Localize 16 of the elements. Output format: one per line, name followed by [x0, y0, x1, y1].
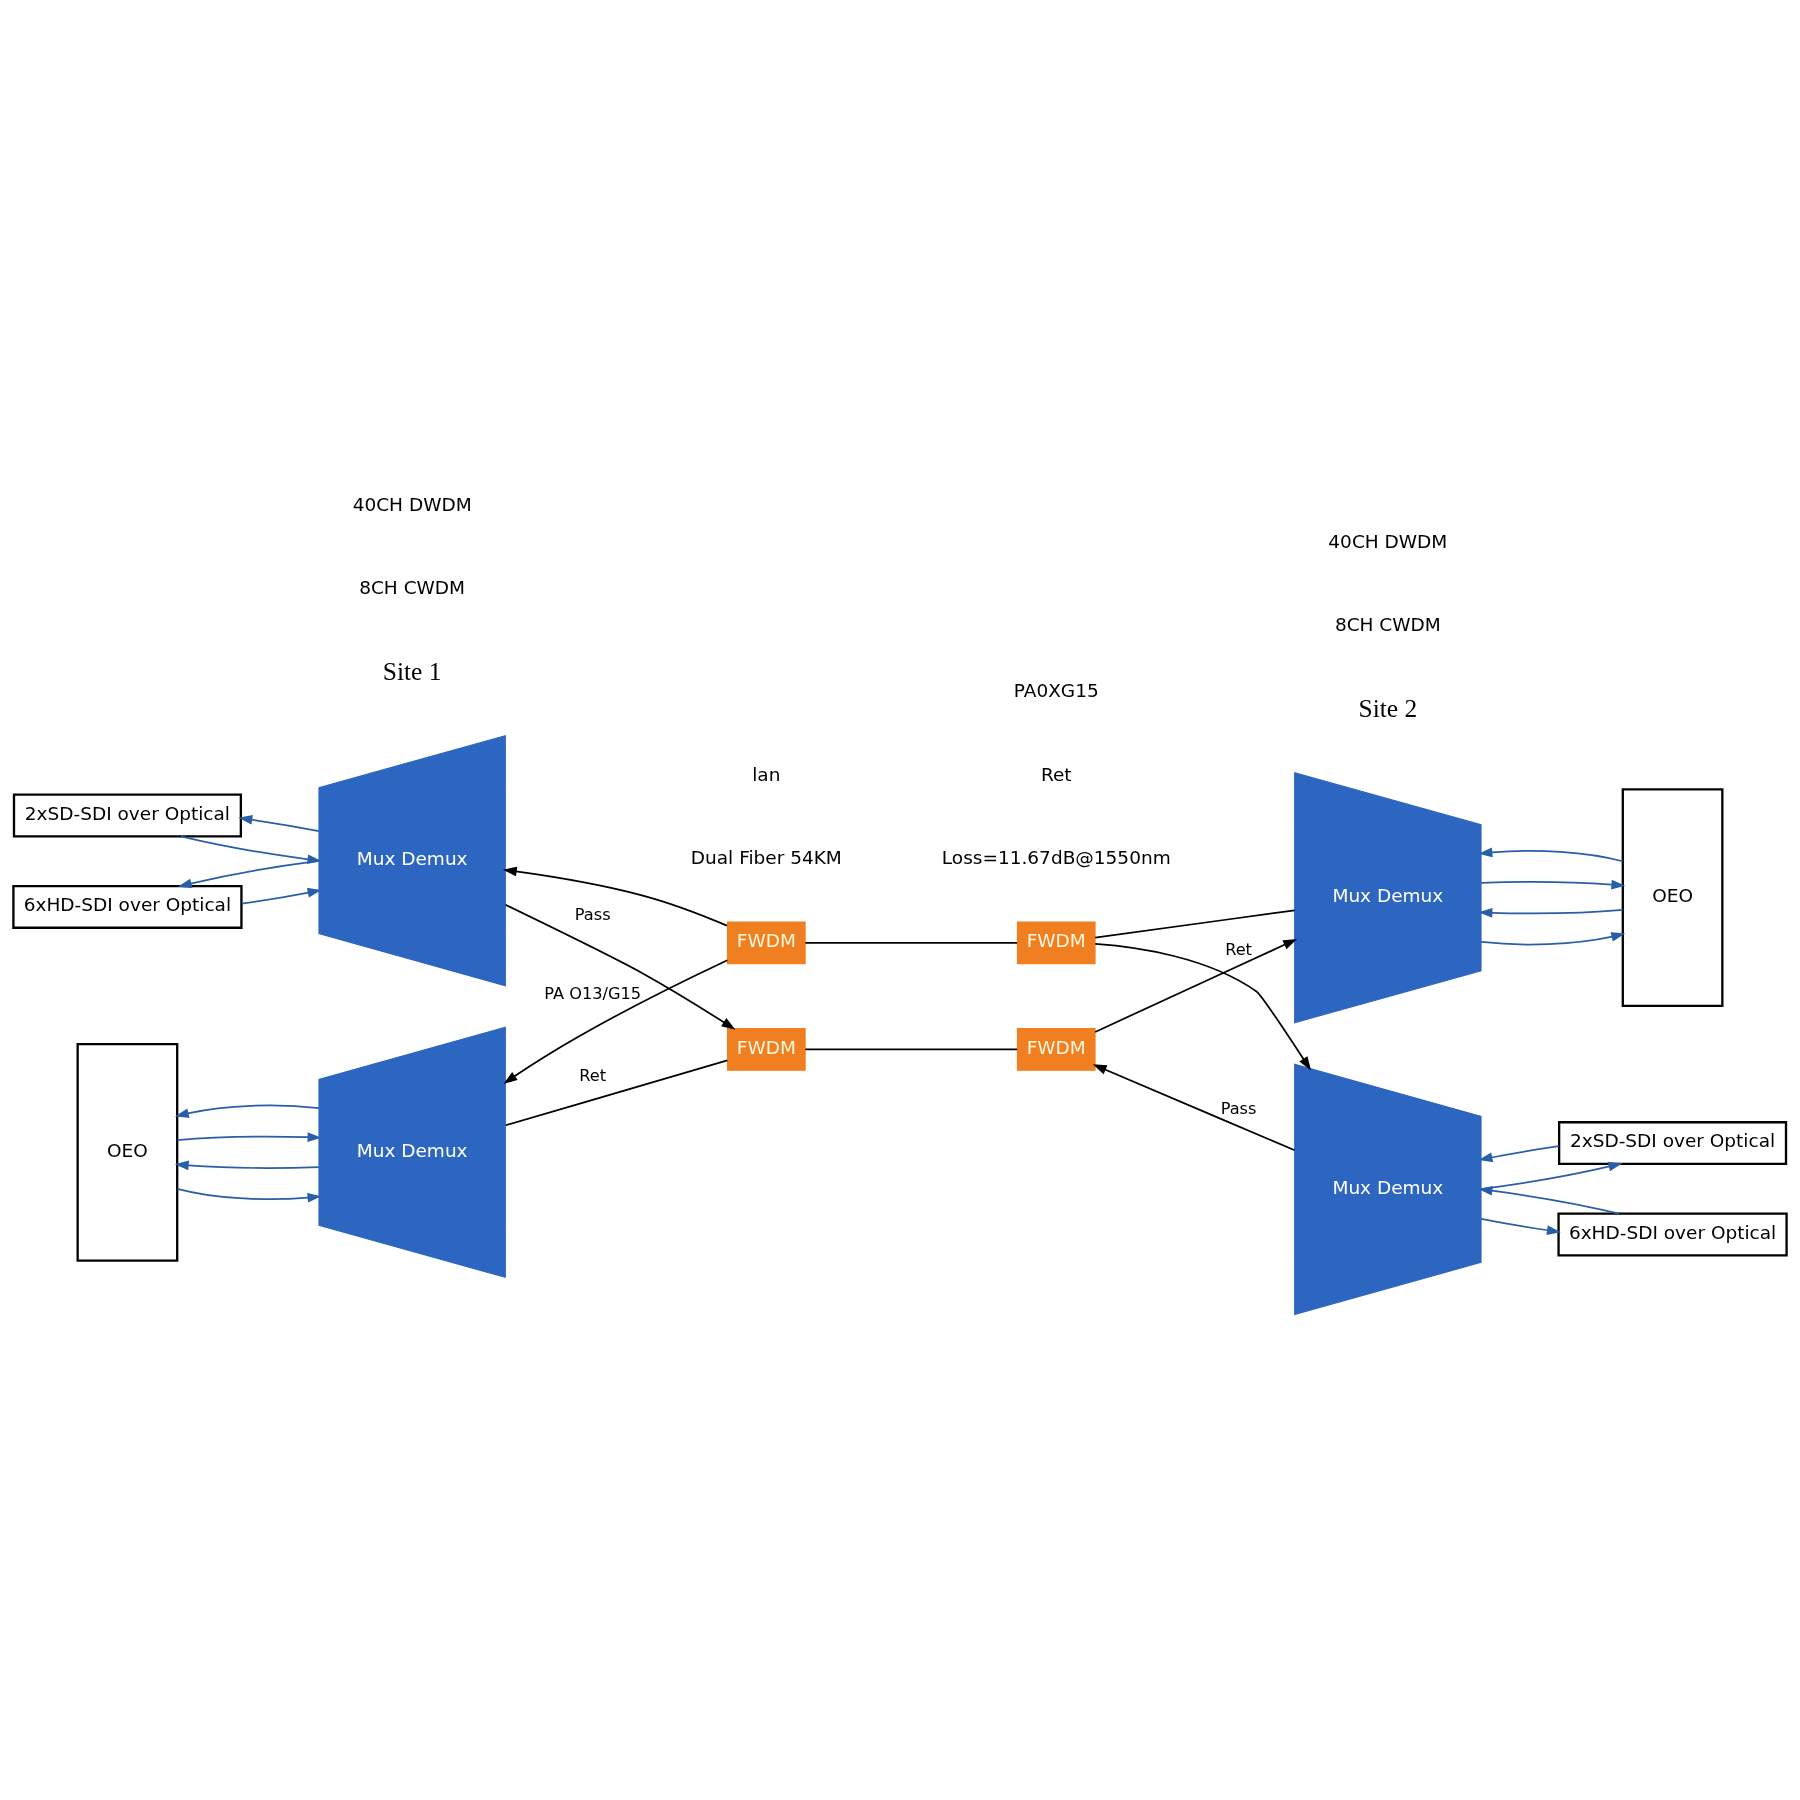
- label: Dual Fiber 54KM: [690, 846, 842, 868]
- edge-label: Pass: [1220, 1099, 1257, 1119]
- label: 40CH DWDM: [352, 493, 472, 515]
- edge-label: Ret: [1225, 939, 1252, 959]
- label: 8CH CWDM: [1334, 614, 1441, 636]
- label: 40CH DWDM: [1328, 530, 1448, 552]
- label: Site 1: [382, 656, 442, 686]
- label: Ret: [1040, 763, 1072, 785]
- edge-label: Ret: [579, 1065, 607, 1085]
- label: 8CH CWDM: [359, 577, 466, 599]
- edge-label: Pass: [574, 904, 611, 924]
- label: lan: [752, 763, 781, 785]
- label: Loss=11.67dB@1550nm: [941, 846, 1171, 868]
- label: PA0XG15: [1013, 680, 1099, 702]
- label: Site 2: [1358, 693, 1418, 723]
- edge-label: PA O13/G15: [544, 983, 642, 1003]
